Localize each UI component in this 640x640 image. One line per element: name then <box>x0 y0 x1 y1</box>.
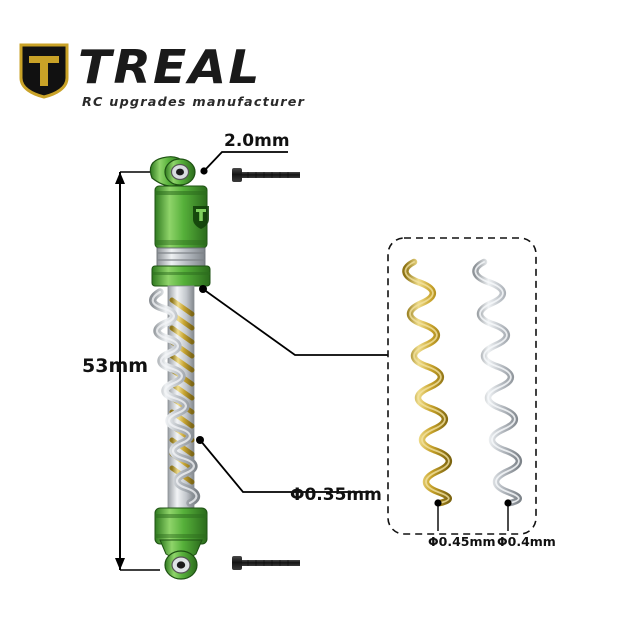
brand-logo: TREAL RC upgrades manufacturer <box>18 36 318 116</box>
callout-label-2mm: 2.0mm <box>224 131 290 151</box>
shock-upper-eyelet <box>149 156 196 187</box>
shock-silver-collar <box>156 247 206 267</box>
spring-comparison-inset <box>387 237 537 535</box>
shock-body-green <box>154 185 209 249</box>
dimension-53mm <box>115 171 160 571</box>
brand-wordmark: TREAL <box>78 40 262 94</box>
callout-label-wire-045mm: Φ0.45mm <box>428 534 496 549</box>
shock-lower-eyelet <box>159 539 203 580</box>
brand-tagline: RC upgrades manufacturer <box>82 94 306 109</box>
inset-silver-spring <box>472 258 522 507</box>
shock-spring-collar <box>151 265 211 287</box>
leader-04mm <box>504 499 512 531</box>
leader-spring-to-inset <box>199 285 388 356</box>
screw-upper <box>232 168 300 182</box>
inset-gold-spring <box>402 258 452 507</box>
screw-lower <box>232 556 300 570</box>
shock-lower-cap <box>154 507 208 545</box>
callout-label-53mm: 53mm <box>82 355 149 377</box>
leader-035mm <box>196 436 372 493</box>
treal-shield-icon <box>18 42 70 100</box>
leader-2mm <box>200 151 288 175</box>
leader-045mm <box>434 499 442 531</box>
main-silver-spring <box>149 288 201 507</box>
callout-label-wire-04mm: Φ0.4mm <box>497 534 556 549</box>
callout-label-wire-035mm: Φ0.35mm <box>290 485 382 505</box>
